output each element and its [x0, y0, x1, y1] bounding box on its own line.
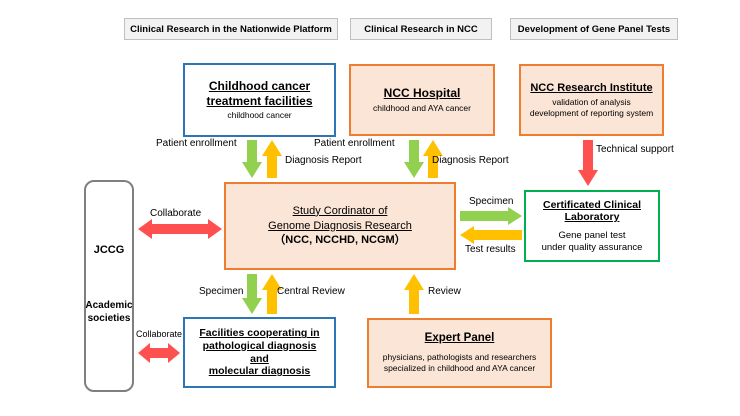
pathology-facilities-box: Facilities cooperating in pathological d… — [183, 317, 336, 388]
jccg-title: JCCG — [93, 244, 125, 256]
certificated-lab-sub2: under quality assurance — [541, 241, 643, 253]
childhood-title-line1: Childhood cancer — [208, 79, 311, 94]
ncc-hospital-box: NCC Hospital childhood and AYA cancer — [349, 64, 495, 136]
arrow-specimen-1 — [460, 207, 522, 225]
arrow-review — [404, 274, 424, 314]
label-review: Review — [428, 286, 461, 297]
header-ncc: Clinical Research in NCC — [350, 18, 492, 40]
arrow-specimen-2 — [242, 274, 262, 314]
certificated-lab-title1: Certificated Clinical — [542, 198, 642, 211]
ncc-hospital-title: NCC Hospital — [383, 86, 461, 101]
arrow-test-results — [460, 226, 522, 244]
ncc-hospital-subtitle: childhood and AYA cancer — [373, 102, 471, 113]
label-patient-enrollment-1: Patient enrollment — [156, 138, 237, 149]
study-coordinator-line1: Study Cordinator of — [292, 204, 388, 217]
pathology-line2: pathological diagnosis — [202, 339, 317, 352]
expert-panel-box: Expert Panel physicians, pathologists an… — [367, 318, 552, 388]
study-coordinator-line3: （NCC, NCCHD, NCGM） — [274, 234, 406, 247]
label-technical-support: Technical support — [596, 144, 674, 155]
header-gene-panel: Development of Gene Panel Tests — [510, 18, 678, 40]
academic-line1: Academic — [85, 300, 133, 311]
ncc-research-title: NCC Research Institute — [530, 81, 653, 94]
certificated-lab-title2: Laboratory — [564, 211, 620, 224]
arrow-collaborate-2 — [138, 343, 180, 363]
label-collaborate-1: Collaborate — [150, 208, 202, 219]
jccg-box: JCCG Academic societies — [84, 180, 134, 392]
expert-panel-sub2: specialized in childhood and AYA cancer — [383, 362, 536, 373]
pathology-line1: Facilities cooperating in — [199, 327, 320, 340]
academic-line2: societies — [87, 313, 131, 324]
arrow-patient-enrollment-2 — [404, 140, 424, 178]
label-diagnosis-report-1: Diagnosis Report — [285, 155, 362, 166]
label-collaborate-2: Collaborate — [136, 329, 183, 339]
pathology-line3: and — [250, 352, 269, 365]
label-central-review: Central Review — [277, 286, 345, 297]
label-specimen-2: Specimen — [199, 286, 244, 297]
study-coordinator-line2: Genome Diagnosis Research — [268, 219, 412, 232]
ncc-research-sub1: validation of analysis — [552, 96, 631, 107]
arrow-central-review — [262, 274, 282, 314]
study-coordinator-box: Study Cordinator of Genome Diagnosis Res… — [224, 182, 456, 270]
ncc-research-institute-box: NCC Research Institute validation of ana… — [519, 64, 664, 136]
arrow-diagnosis-report-1 — [262, 140, 282, 178]
childhood-cancer-facilities-box: Childhood cancer treatment facilities ch… — [183, 63, 336, 137]
label-diagnosis-report-2: Diagnosis Report — [432, 155, 509, 166]
arrow-technical-support — [578, 140, 598, 186]
header-nationwide: Clinical Research in the Nationwide Plat… — [124, 18, 338, 40]
label-patient-enrollment-2: Patient enrollment — [314, 138, 395, 149]
certificated-lab-sub1: Gene panel test — [558, 229, 626, 241]
childhood-subtitle: childhood cancer — [227, 110, 292, 121]
arrow-collaborate-1 — [138, 219, 222, 239]
arrow-diagnosis-report-2 — [423, 140, 443, 178]
label-test-results: Test results — [465, 244, 516, 255]
expert-panel-title: Expert Panel — [424, 332, 495, 345]
label-specimen-1: Specimen — [469, 196, 514, 207]
ncc-research-sub2: development of reporting system — [529, 107, 654, 118]
certificated-lab-box: Certificated Clinical Laboratory Gene pa… — [524, 190, 660, 262]
arrow-patient-enrollment-1 — [242, 140, 262, 178]
childhood-title-line2: treatment facilities — [206, 93, 313, 108]
expert-panel-sub1: physicians, pathologists and researchers — [382, 352, 537, 363]
pathology-line4: molecular diagnosis — [208, 365, 311, 378]
